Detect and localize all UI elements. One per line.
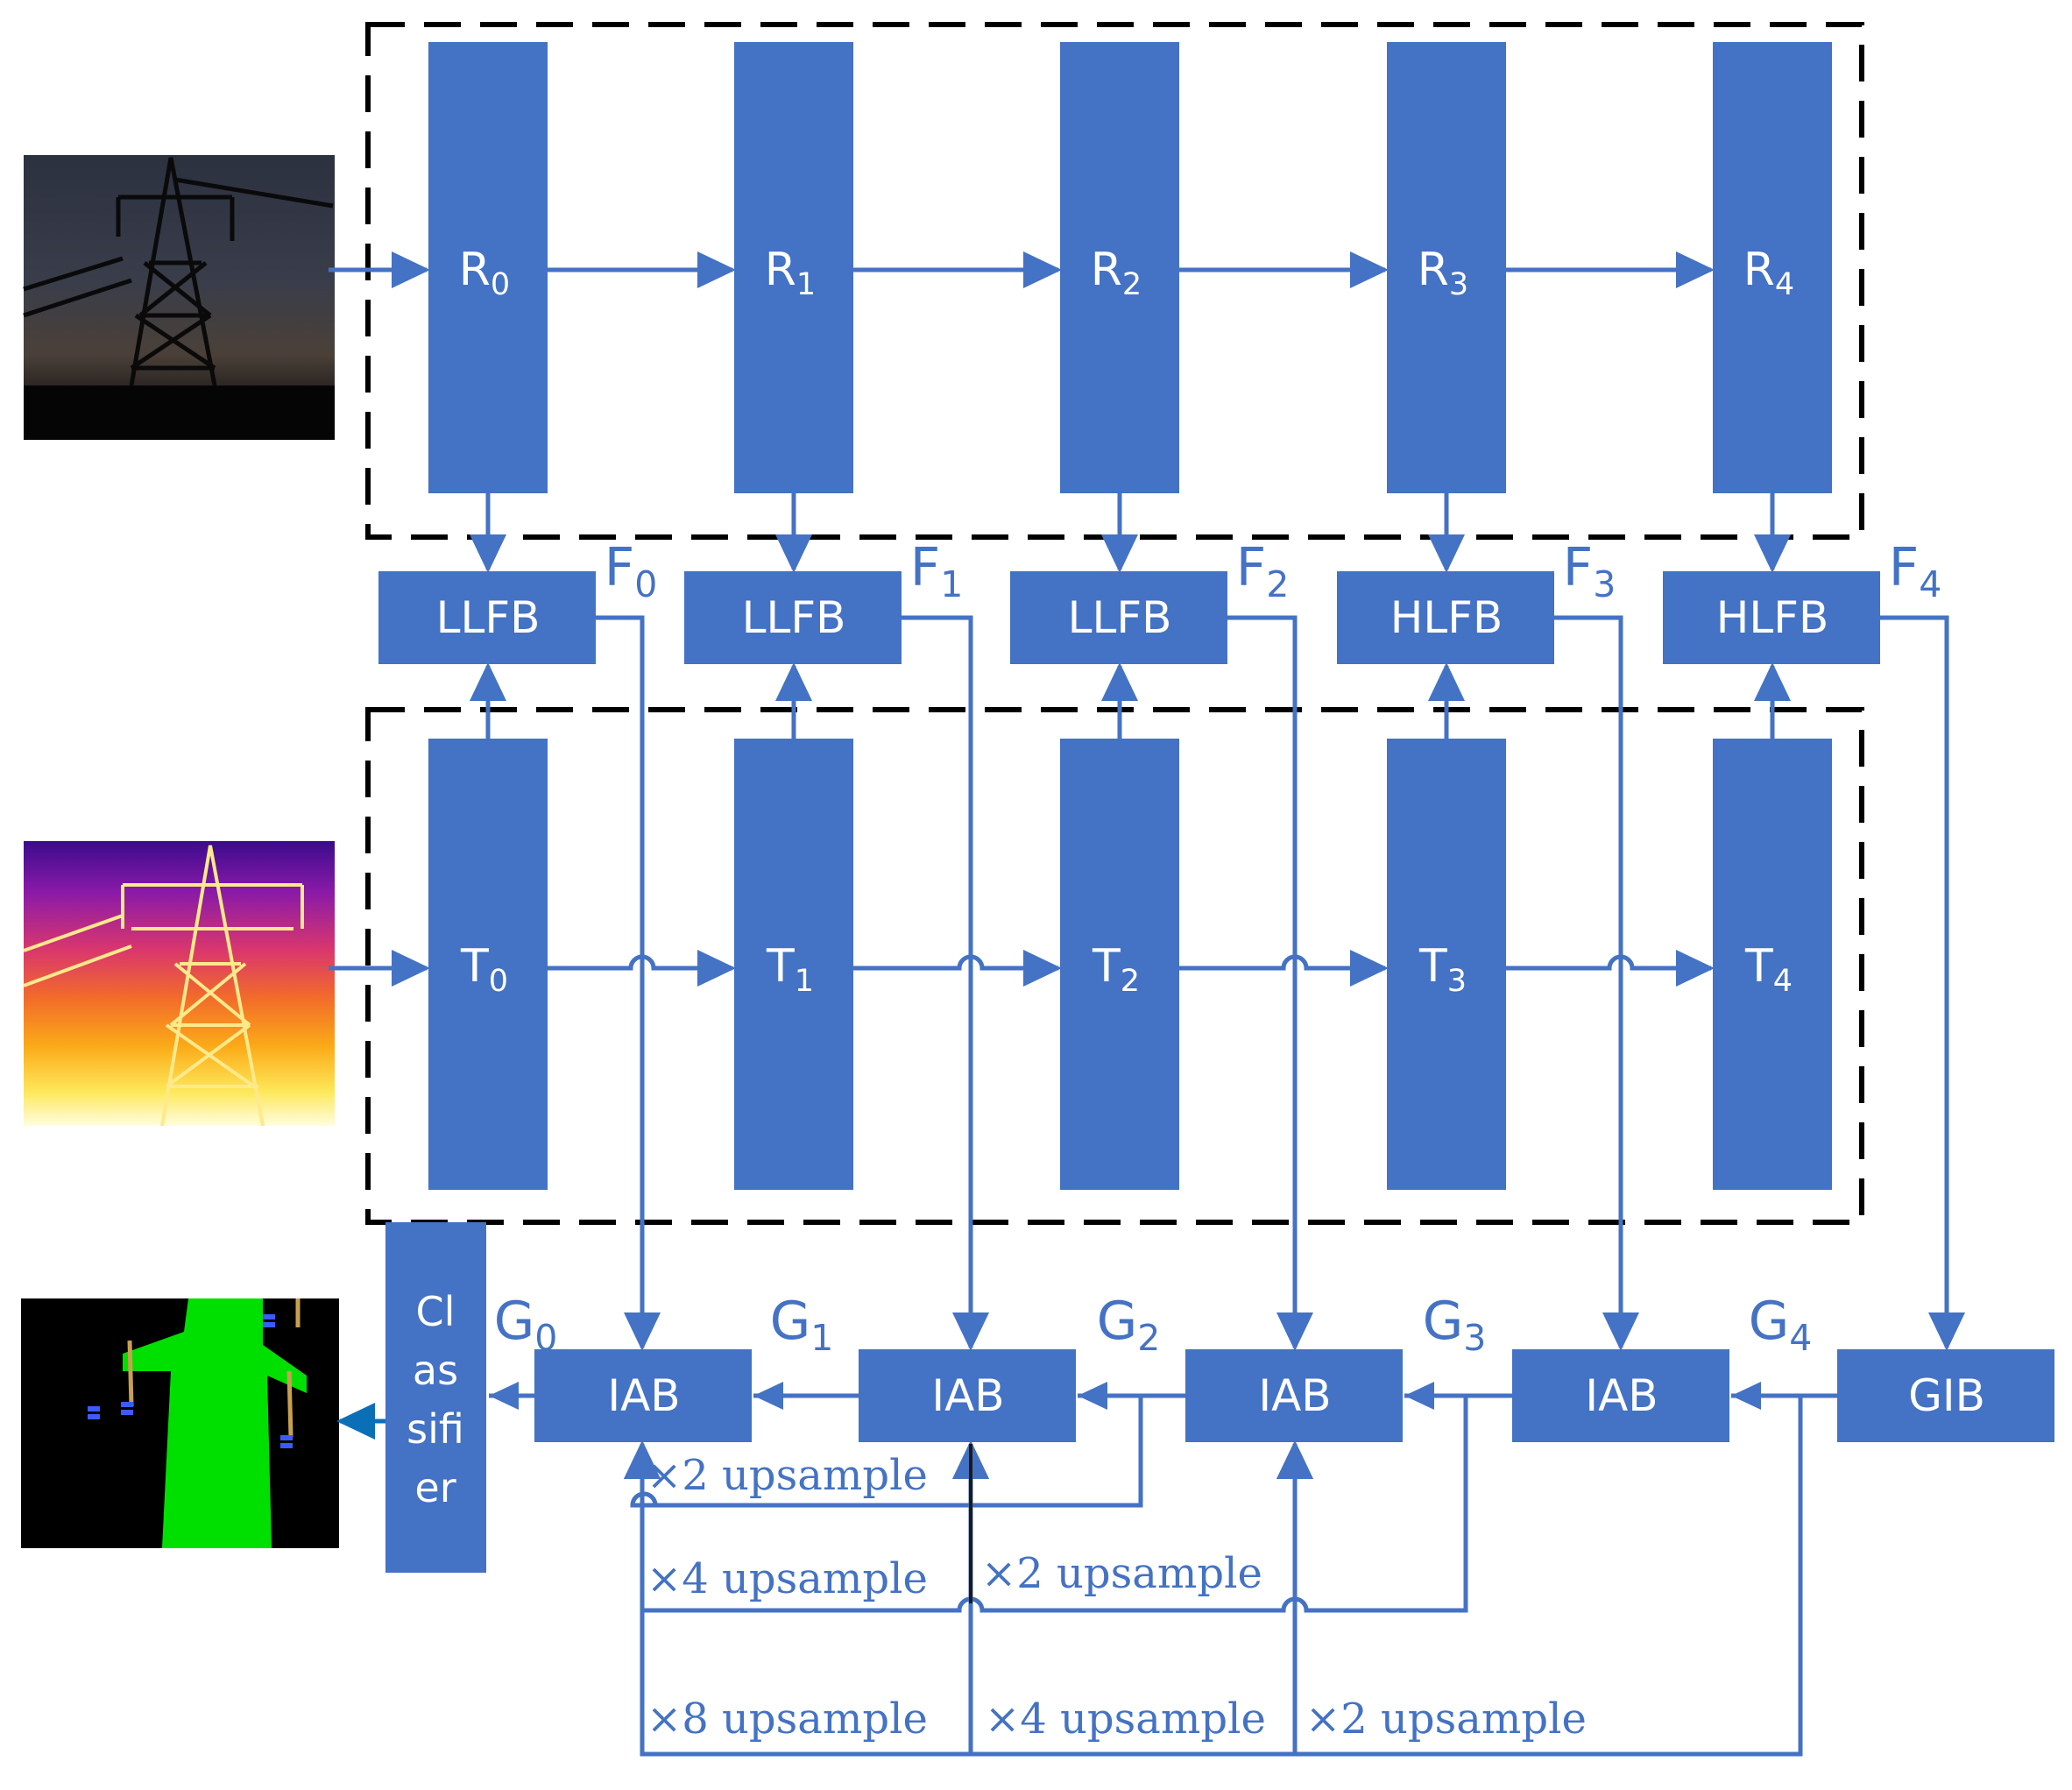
decoder-block-label: IAB bbox=[1585, 1370, 1658, 1421]
fusion-to-decoder-arrow bbox=[1554, 615, 1639, 1351]
fusion-output-label: F3 bbox=[1563, 537, 1616, 605]
fusion-block-row: LLFB LLFB LLFB HLFB HLFB F0 F1 F2 F3 F4 bbox=[378, 537, 1941, 664]
fusion-to-decoder-arrow bbox=[596, 615, 661, 1351]
thermal-encoder-stage: T0 T1 T2 T3 T4 bbox=[428, 739, 1832, 1190]
rgb-block-label: R3 bbox=[1418, 244, 1468, 302]
fusion-to-decoder-arrow bbox=[1880, 615, 1965, 1351]
thermal-encoder-dashed-box bbox=[365, 707, 1864, 1225]
rgb-encoder-stage: R0 R1 R2 R3 R4 bbox=[428, 42, 1832, 493]
rgb-block-label: R4 bbox=[1743, 244, 1794, 302]
fusion-block-2: LLFB bbox=[1010, 571, 1227, 664]
thermal-block-label: T4 bbox=[1744, 940, 1793, 999]
gib-block: GIB bbox=[1837, 1349, 2054, 1442]
classifier-line: sifi bbox=[407, 1405, 464, 1453]
upsample-route-x8 bbox=[624, 1396, 1803, 1757]
decoder-block-label: IAB bbox=[1258, 1370, 1331, 1421]
thermal-block-label: T1 bbox=[766, 940, 814, 999]
rgb-block-0: R0 bbox=[428, 42, 548, 493]
upsample-label: ×8 upsample bbox=[647, 1694, 928, 1744]
fusion-to-decoder-arrow bbox=[1227, 615, 1313, 1351]
rgb-block-label: R2 bbox=[1091, 244, 1142, 302]
upsample-label: ×2 upsample bbox=[647, 1451, 928, 1500]
fusion-block-1: LLFB bbox=[684, 571, 902, 664]
decoder-output-label: G2 bbox=[1097, 1291, 1161, 1359]
decoder-output-label: G1 bbox=[770, 1291, 834, 1359]
fusion-output-label: F2 bbox=[1236, 537, 1290, 605]
segmentation-output-image bbox=[21, 1298, 339, 1548]
decoder-output-label: G3 bbox=[1423, 1291, 1487, 1359]
decoder-block-label: IAB bbox=[607, 1370, 680, 1421]
fusion-output-label: F0 bbox=[605, 537, 658, 605]
rgb-block-1: R1 bbox=[734, 42, 853, 493]
upsample-route-x4 bbox=[642, 1396, 1468, 1613]
upsample-label: ×4 upsample bbox=[985, 1694, 1266, 1744]
upsample-label: ×2 upsample bbox=[1305, 1694, 1587, 1744]
thermal-block-2: T2 bbox=[1060, 739, 1179, 1190]
classifier-line: er bbox=[414, 1464, 456, 1511]
thermal-block-label: T3 bbox=[1418, 940, 1467, 999]
thermal-block-3: T3 bbox=[1387, 739, 1506, 1190]
upsample-label: ×2 upsample bbox=[981, 1549, 1262, 1598]
decoder-block-row: IAB IAB IAB IAB GIB G0 G1 G2 G3 G4 bbox=[494, 1291, 2054, 1442]
iab-block-2: IAB bbox=[1185, 1349, 1403, 1442]
fusion-block-4: HLFB bbox=[1663, 571, 1880, 664]
fusion-block-label: HLFB bbox=[1716, 592, 1829, 643]
iab-block-3: IAB bbox=[1512, 1349, 1729, 1442]
rgb-block-2: R2 bbox=[1060, 42, 1179, 493]
rgb-block-label: R1 bbox=[765, 244, 816, 302]
rgb-block-4: R4 bbox=[1713, 42, 1832, 493]
fusion-block-label: LLFB bbox=[436, 592, 541, 643]
fusion-block-label: LLFB bbox=[742, 592, 846, 643]
thermal-block-label: T2 bbox=[1092, 940, 1140, 999]
thermal-block-label: T0 bbox=[460, 940, 508, 999]
fusion-block-label: LLFB bbox=[1068, 592, 1172, 643]
decoder-output-label: G4 bbox=[1749, 1291, 1813, 1359]
thermal-block-4: T4 bbox=[1713, 739, 1832, 1190]
thermal-chain-arrow bbox=[853, 950, 1062, 987]
fusion-to-decoder-arrow bbox=[902, 615, 989, 1351]
iab-block-0: IAB bbox=[534, 1349, 752, 1442]
fusion-block-label: HLFB bbox=[1390, 592, 1503, 643]
thermal-chain-arrow bbox=[1506, 950, 1715, 987]
decoder-block-label: IAB bbox=[931, 1370, 1004, 1421]
fusion-output-label: F4 bbox=[1889, 537, 1942, 605]
thermal-block-0: T0 bbox=[428, 739, 548, 1190]
decoder-block-label: GIB bbox=[1908, 1370, 1985, 1421]
rgb-block-3: R3 bbox=[1387, 42, 1506, 493]
iab-block-1: IAB bbox=[859, 1349, 1076, 1442]
thermal-input-image bbox=[23, 841, 335, 1127]
tower-segmentation-mask bbox=[123, 1298, 307, 1548]
upsample-labels: ×2 upsample ×4 upsample ×2 upsample ×8 u… bbox=[647, 1451, 1587, 1744]
fusion-output-label: F1 bbox=[910, 537, 964, 605]
fusion-block-0: LLFB bbox=[378, 571, 596, 664]
upsample-label: ×4 upsample bbox=[647, 1554, 928, 1603]
thermal-chain-arrow bbox=[1179, 950, 1389, 987]
classifier-block: Cl as sifi er bbox=[385, 1222, 486, 1573]
fusion-block-3: HLFB bbox=[1337, 571, 1554, 664]
classifier-line: Cl bbox=[416, 1288, 456, 1335]
rgb-block-label: R0 bbox=[459, 244, 510, 302]
classifier-line: as bbox=[413, 1347, 458, 1394]
decoder-output-label: G0 bbox=[494, 1291, 558, 1359]
thermal-block-1: T1 bbox=[734, 739, 853, 1190]
rgb-input-image bbox=[23, 155, 335, 440]
